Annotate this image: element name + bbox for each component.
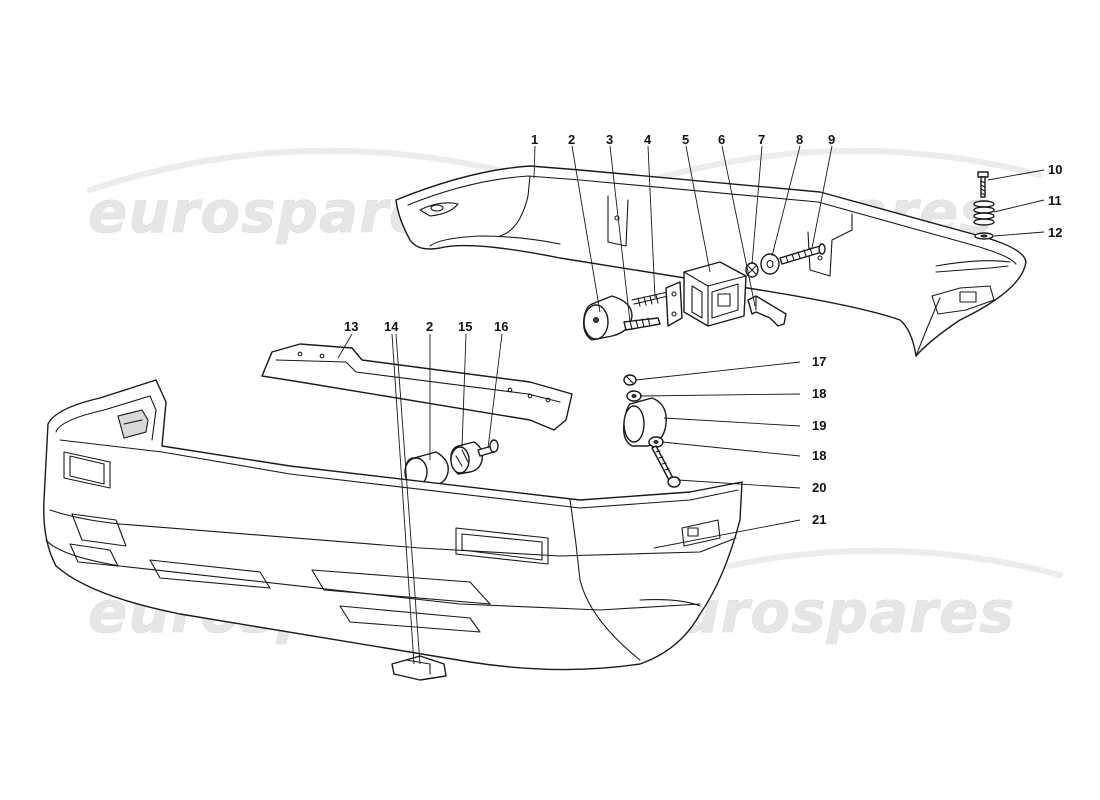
callout-8: 8	[796, 132, 803, 147]
nut-small	[745, 262, 759, 278]
rubber-buffer-lower	[404, 451, 449, 487]
mount-stack	[622, 374, 681, 488]
slotted-buffer	[450, 441, 484, 475]
washer-large	[760, 253, 780, 275]
leader-5	[685, 145, 711, 273]
callout-7: 7	[758, 132, 765, 147]
leader-16	[487, 333, 503, 449]
callout-14: 14	[384, 319, 399, 334]
callout-12: 12	[1048, 225, 1062, 240]
leader-13	[337, 333, 353, 359]
callout-19: 19	[812, 418, 826, 433]
callout-11: 11	[1048, 193, 1062, 208]
screw-spring-washer	[973, 171, 995, 240]
leader-7	[751, 145, 763, 265]
callout-2b: 2	[426, 319, 433, 334]
rubber-buffer-upper	[582, 295, 633, 341]
leader-21	[653, 519, 801, 549]
callout-16: 16	[494, 319, 508, 334]
watermark-text: eurospares	[88, 178, 465, 246]
leader-8	[771, 145, 801, 257]
leader-2	[571, 145, 601, 313]
callout-4: 4	[644, 132, 652, 147]
angle-clip	[747, 295, 787, 327]
callout-5: 5	[682, 132, 689, 147]
front-bumper	[43, 379, 743, 681]
callout-13: 13	[344, 319, 358, 334]
leader-6	[721, 145, 756, 307]
leader-lines	[337, 145, 1045, 665]
leader-20	[677, 479, 801, 489]
watermark-text: eurospares	[638, 578, 1015, 646]
callout-9: 9	[828, 132, 835, 147]
leader-4	[647, 145, 656, 299]
leader-3	[609, 145, 631, 323]
reinforcement-bar	[261, 343, 573, 431]
leader-19	[663, 417, 801, 427]
bracket-plate	[631, 281, 683, 327]
callout-15: 15	[458, 319, 472, 334]
leader-11	[993, 199, 1045, 213]
leader-1	[533, 145, 536, 179]
callout-18b: 18	[812, 448, 826, 463]
stud-bolt-upper	[623, 317, 661, 331]
leader-14b	[395, 333, 421, 665]
callout-18: 18	[812, 386, 826, 401]
callout-17: 17	[812, 354, 826, 369]
leader-15	[461, 333, 467, 449]
leader-18	[639, 393, 801, 397]
callout-labels: 1 2 3 4 5 6 7 8 9 10 11 12 13 14 2 15 16…	[344, 132, 1062, 527]
callout-10: 10	[1048, 162, 1062, 177]
callout-6: 6	[718, 132, 725, 147]
leader-18b	[661, 441, 801, 457]
long-bolt	[779, 243, 826, 265]
short-bolt	[477, 439, 499, 457]
callout-20: 20	[812, 480, 826, 495]
leader-17	[635, 361, 801, 381]
callout-3: 3	[606, 132, 613, 147]
leader-12	[993, 231, 1045, 237]
leader-10	[987, 169, 1045, 181]
callout-21: 21	[812, 512, 826, 527]
leader-14a	[391, 333, 415, 665]
mounting-block	[683, 261, 747, 327]
leader-9	[811, 145, 833, 249]
callout-1: 1	[531, 132, 538, 147]
callout-2: 2	[568, 132, 575, 147]
